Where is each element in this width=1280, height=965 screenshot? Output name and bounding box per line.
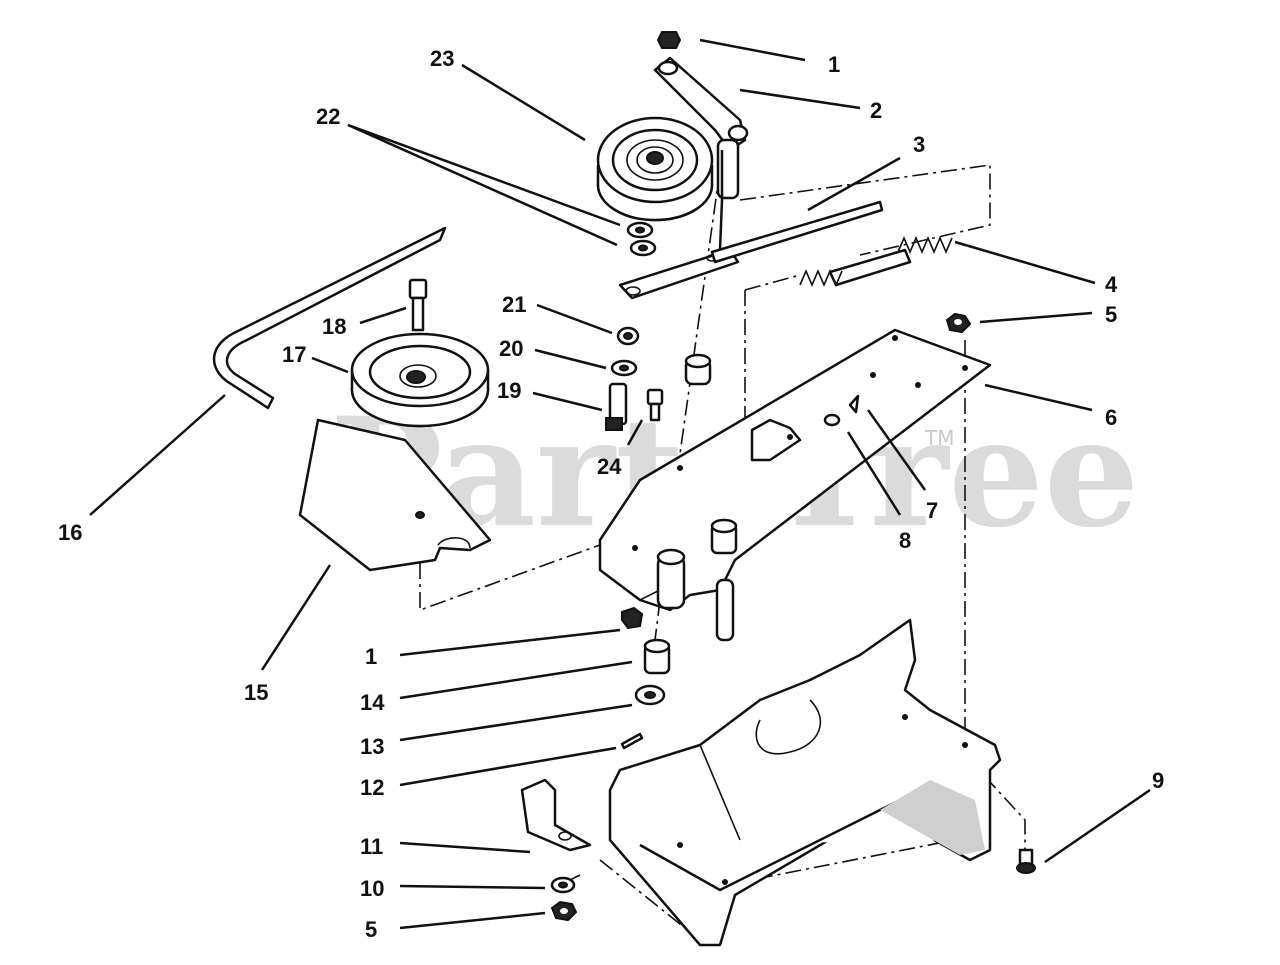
callout-17: 17: [282, 342, 306, 367]
callout-11: 11: [360, 834, 383, 859]
callout-22: 22: [316, 104, 340, 129]
callout-21: 21: [502, 292, 526, 317]
callout-18: 18: [322, 314, 346, 339]
callout-14: 14: [360, 690, 385, 715]
washer-13: [634, 684, 666, 706]
bolt-24: [646, 388, 664, 422]
callout-5-top: 5: [1105, 302, 1117, 327]
washer-8: [823, 413, 841, 427]
callout-3: 3: [913, 132, 925, 157]
idler-arm: [653, 56, 749, 251]
callout-5-lower: 5: [365, 917, 377, 942]
drive-belt: [212, 226, 447, 410]
callout-13: 13: [360, 734, 384, 759]
callout-15: 15: [244, 680, 268, 705]
callout-2: 2: [870, 98, 882, 123]
spindle-tube: [656, 548, 686, 610]
callout-6: 6: [1105, 405, 1117, 430]
nut-5-lower: [550, 900, 578, 922]
pulley-washers: [626, 221, 657, 257]
deck-housing: [608, 618, 1002, 947]
nut-5-top: [945, 312, 972, 334]
arm-bushing: [684, 353, 712, 386]
bushing-14: [643, 638, 671, 675]
callout-4: 4: [1105, 272, 1118, 297]
callout-12: 12: [360, 775, 384, 800]
watermark-trademark: TM: [924, 426, 954, 450]
callout-19: 19: [497, 378, 521, 403]
tension-rod: [710, 200, 884, 264]
nut-1-lower: [621, 606, 644, 630]
bolt-9: [1016, 848, 1036, 874]
cotter-pin-7: [848, 394, 860, 414]
leader-lines: [89, 38, 1151, 930]
plate-bushing: [710, 518, 738, 555]
washer-20: [610, 359, 638, 377]
shoulder-bolt-19: [605, 382, 628, 431]
lower-idler-pulley: [350, 332, 490, 428]
callout-8: 8: [899, 528, 911, 553]
callout-20: 20: [499, 336, 523, 361]
callout-16: 16: [58, 520, 82, 545]
callout-9: 9: [1152, 768, 1164, 793]
nut-21: [616, 326, 640, 346]
top-nut: [656, 31, 682, 49]
callout-10: 10: [360, 876, 384, 901]
tension-spring: [799, 235, 953, 288]
callout-7: 7: [926, 498, 938, 523]
pivot-post: [715, 578, 735, 642]
callout-24: 24: [597, 454, 622, 479]
callout-1-lower: 1: [365, 644, 377, 669]
callout-23: 23: [430, 46, 454, 71]
pin-12: [620, 732, 644, 750]
washer-10: [550, 876, 576, 894]
link-plate: [618, 248, 740, 300]
belt-guard: [298, 418, 492, 572]
callout-labels: 1 2 3 4 5 6 7 8 9 1 5 10 11 12 13 14 15 …: [58, 46, 1164, 942]
bolt-18: [408, 278, 428, 332]
l-bracket-11: [520, 778, 592, 852]
upper-pulley: [596, 116, 714, 222]
angle-bracket: [750, 418, 802, 462]
callout-1-top: 1: [828, 52, 840, 77]
